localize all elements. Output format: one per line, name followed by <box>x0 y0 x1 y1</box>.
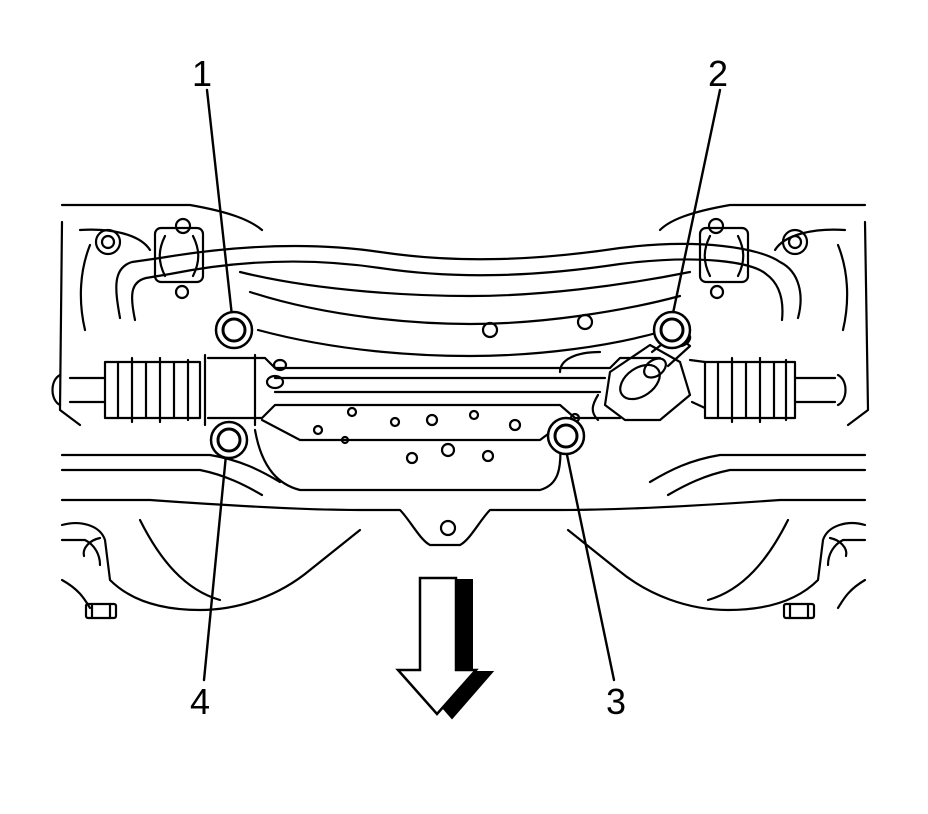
callout-4: 4 <box>190 681 210 722</box>
bolt-2 <box>652 310 692 350</box>
leader-line-2 <box>670 88 722 320</box>
steering-gear-housing <box>203 350 662 427</box>
pinion-shaft <box>603 332 707 422</box>
bolt-3 <box>546 416 586 456</box>
leader-line-1 <box>205 88 234 318</box>
leader-line-3 <box>564 448 616 682</box>
down-arrow-icon <box>395 576 495 720</box>
bolt-1 <box>214 310 254 350</box>
callout-1: 1 <box>192 53 212 94</box>
crossmember-upper <box>58 203 870 427</box>
stabilizer-bar <box>115 217 802 322</box>
callout-3: 3 <box>606 681 626 722</box>
left-rack-boot <box>51 356 202 424</box>
callout-2: 2 <box>708 53 728 94</box>
crossmember-lower <box>60 406 867 620</box>
leader-line-4 <box>202 453 228 682</box>
callout-leaders <box>202 88 722 682</box>
right-rack-boot <box>703 356 847 424</box>
bolt-4 <box>209 420 249 460</box>
